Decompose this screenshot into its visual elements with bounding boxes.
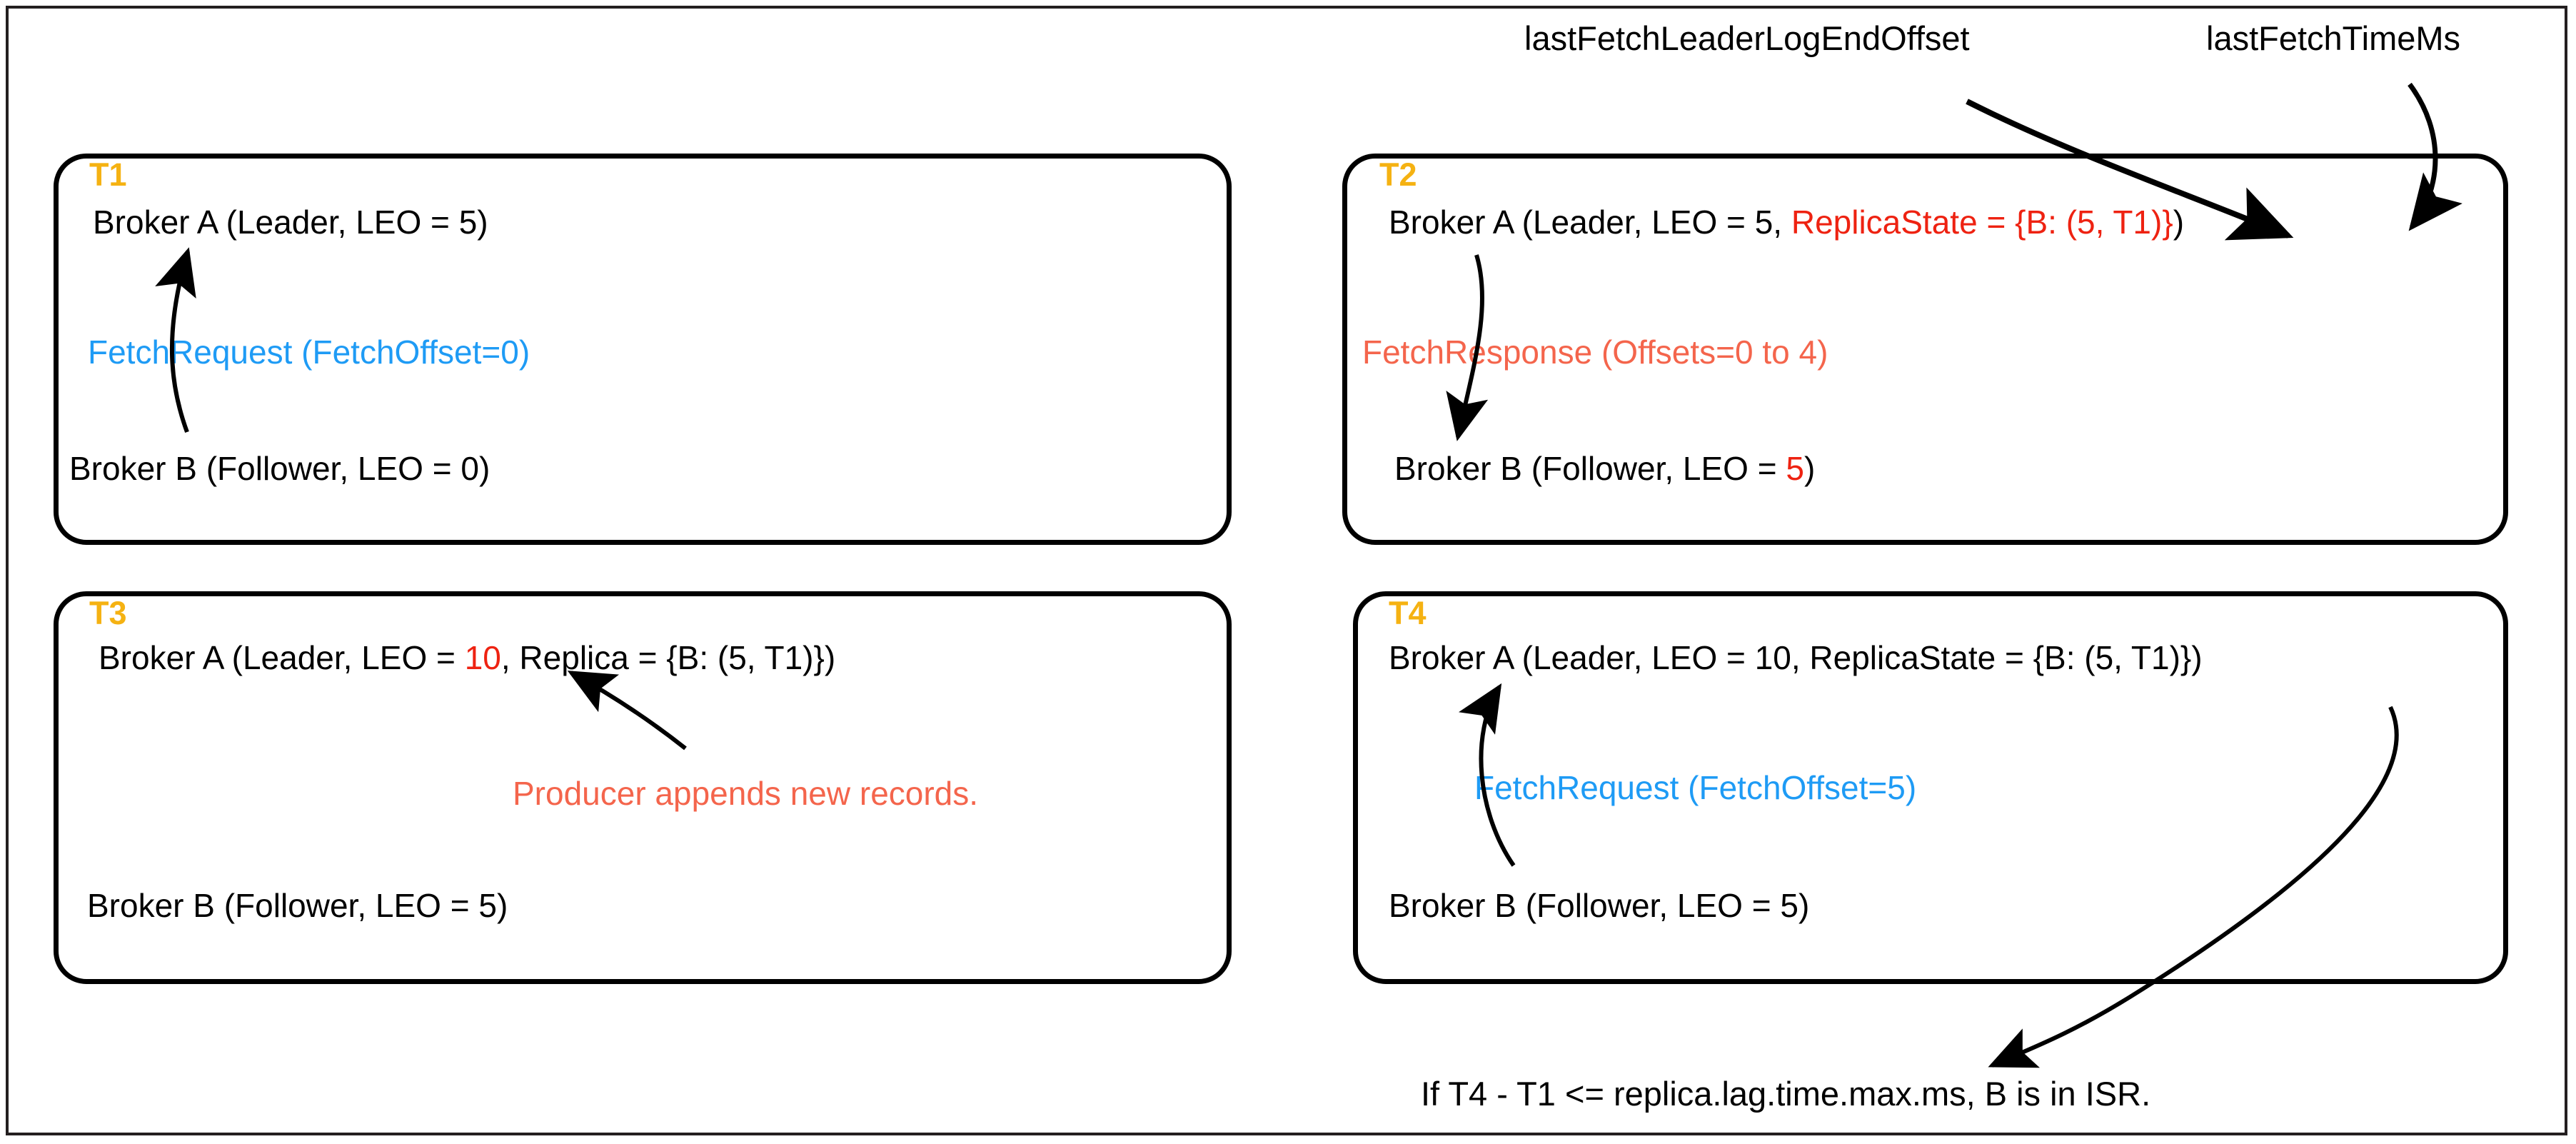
panel-t4 <box>1353 591 2508 984</box>
panel-t3 <box>54 591 1232 984</box>
panel-t1-broker-a-line: Broker A (Leader, LEO = 5) <box>93 204 488 241</box>
panel-t3-timestamp-label: T3 <box>89 595 127 631</box>
panel-t1-timestamp-label: T1 <box>89 156 127 193</box>
panel-t2-broker-b-suffix: ) <box>1803 450 1816 487</box>
panel-t2-broker-a-suffix: ) <box>2173 204 2185 241</box>
panel-t2-fetch-response-label: FetchResponse (Offsets=0 to 4) <box>1362 333 1828 371</box>
panel-t4-timestamp-label: T4 <box>1389 595 1427 631</box>
panel-t3-leo-highlight: 10 <box>464 639 501 676</box>
panel-t3-broker-b-line: Broker B (Follower, LEO = 5) <box>87 887 508 924</box>
panel-t1 <box>54 154 1232 545</box>
panel-t2-broker-b-prefix: Broker B (Follower, LEO = <box>1394 450 1786 487</box>
panel-t2-broker-b-leo-highlight: 5 <box>1786 450 1804 487</box>
panel-t2-broker-b-line: Broker B (Follower, LEO = 5) <box>1394 452 1815 485</box>
panel-t2-replica-state-highlight: ReplicaState = {B: (5, T1)} <box>1791 204 2173 241</box>
panel-t3-broker-a-prefix: Broker A (Leader, LEO = <box>99 639 465 676</box>
panel-t2 <box>1342 154 2508 545</box>
panel-t3-broker-a-suffix: , Replica = {B: (5, T1)}) <box>500 639 836 676</box>
panel-t2-broker-a-prefix: Broker A (Leader, LEO = 5, <box>1389 204 1791 241</box>
panel-t2-broker-a-line: Broker A (Leader, LEO = 5, ReplicaState … <box>1389 206 2184 239</box>
callout-last-fetch-time-ms: lastFetchTimeMs <box>2206 19 2461 57</box>
callout-last-fetch-leader-log-end-offset: lastFetchLeaderLogEndOffset <box>1524 19 1970 57</box>
panel-t4-fetch-request-label: FetchRequest (FetchOffset=5) <box>1474 769 1917 806</box>
panel-t2-timestamp-label: T2 <box>1379 156 1417 193</box>
panel-t1-broker-b-line: Broker B (Follower, LEO = 0) <box>69 450 490 487</box>
panel-t1-fetch-request-label: FetchRequest (FetchOffset=0) <box>88 333 530 371</box>
panel-t3-broker-a-line: Broker A (Leader, LEO = 10, Replica = {B… <box>99 641 835 674</box>
isr-condition-caption: If T4 - T1 <= replica.lag.time.max.ms, B… <box>1421 1075 2151 1113</box>
panel-t3-producer-note: Producer appends new records. <box>513 775 979 812</box>
panel-t4-broker-b-line: Broker B (Follower, LEO = 5) <box>1389 887 1810 924</box>
panel-t4-broker-a-line: Broker A (Leader, LEO = 10, ReplicaState… <box>1389 639 2203 676</box>
